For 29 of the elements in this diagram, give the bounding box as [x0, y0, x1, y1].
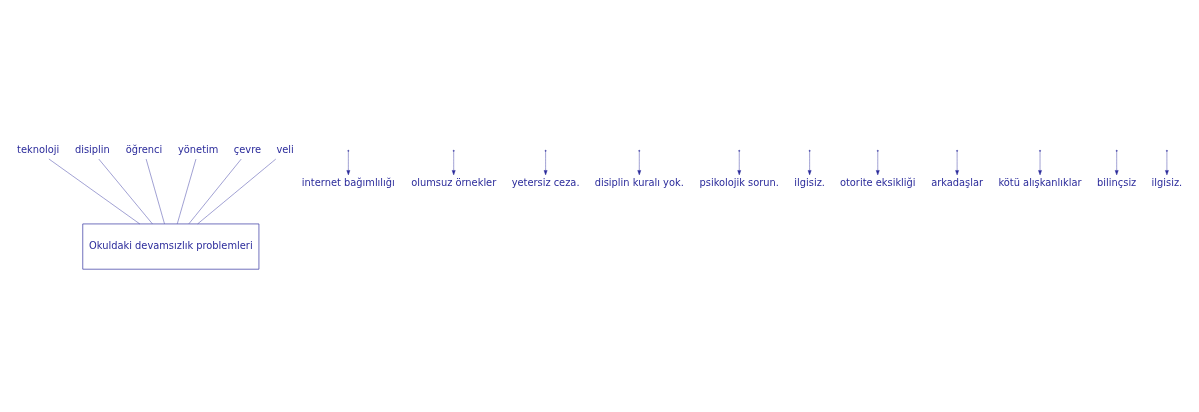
- node-text: psikolojik sorun.: [699, 176, 779, 188]
- node-text: teknoloji: [17, 144, 60, 156]
- node-text: ilgisiz.: [794, 176, 825, 188]
- node-text: yetersiz ceza.: [511, 176, 580, 188]
- node-text: internet bağımlılığı: [301, 176, 395, 188]
- arrow: [875, 151, 880, 176]
- arrow: [807, 151, 812, 176]
- arrow: [737, 151, 742, 176]
- node-text: otorite eksikliği: [839, 176, 916, 188]
- node-text: çevre: [233, 144, 262, 156]
- arrow: [1114, 151, 1119, 176]
- arrow: [451, 151, 456, 176]
- arrow: [955, 151, 959, 176]
- node-text: kötü alışkanlıklar: [998, 176, 1082, 188]
- arrow: [346, 151, 351, 176]
- node-text: öğrenci: [125, 144, 163, 156]
- node-box: Okuldaki devamsızlık problemleri: [82, 223, 260, 270]
- node-text: arkadaşlar: [931, 176, 984, 188]
- arrow: [543, 151, 548, 176]
- arrow: [637, 151, 642, 176]
- node-text: veli: [276, 144, 294, 156]
- node-text: disiplin: [74, 144, 110, 156]
- node-text: disiplin kuralı yok.: [594, 176, 684, 188]
- node-text: ilgisiz.: [1151, 176, 1183, 188]
- node-text: yönetim: [177, 144, 219, 156]
- node-text: bilinçsiz: [1097, 176, 1137, 188]
- arrow: [1038, 151, 1042, 176]
- node-text: olumsuz örnekler: [411, 176, 497, 188]
- arrow: [1165, 151, 1169, 176]
